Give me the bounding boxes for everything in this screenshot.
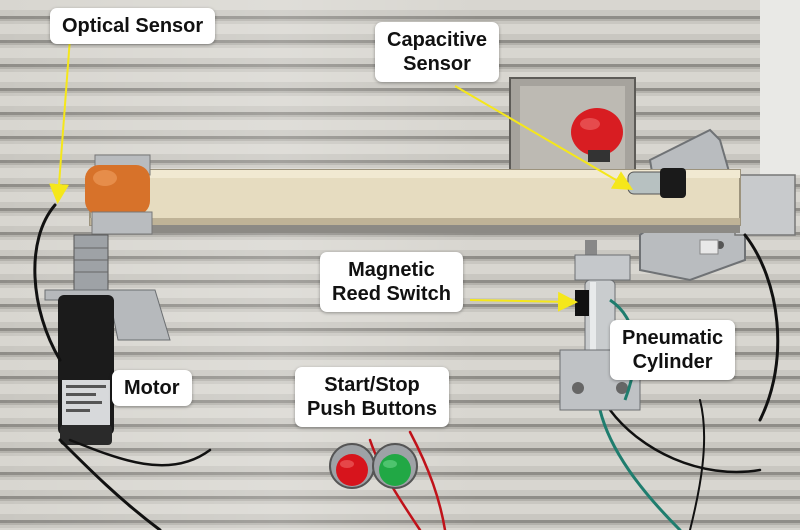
start-stop-push-buttons-label: Start/Stop Push Buttons bbox=[295, 367, 449, 427]
proximity-sensor-head bbox=[627, 168, 686, 198]
optical-sensor-label-text: Optical Sensor bbox=[62, 15, 204, 37]
motor-label-text: Motor bbox=[124, 377, 180, 399]
capacitive-sensor-icon bbox=[509, 77, 636, 179]
start-stop-label-line-1: Start/Stop bbox=[324, 374, 420, 396]
push-button-icon bbox=[329, 443, 418, 489]
right-wall-panel bbox=[760, 0, 800, 175]
magnetic-reed-switch-label-line-2: Reed Switch bbox=[332, 283, 451, 305]
capacitive-sensor-label: Capacitive Sensor bbox=[375, 22, 500, 82]
start-stop-label-line-2: Push Buttons bbox=[307, 398, 437, 420]
cables bbox=[33, 203, 780, 530]
motor-label: Motor bbox=[112, 370, 192, 406]
capacitive-sensor-label-line-1: Capacitive bbox=[387, 29, 488, 51]
reed-switch-arrow bbox=[469, 291, 578, 312]
optical-sensor-label: Optical Sensor bbox=[50, 8, 216, 44]
optical-sensor-arrow bbox=[49, 37, 71, 204]
magnetic-reed-switch-label: Magnetic Reed Switch bbox=[320, 252, 463, 312]
capacitive-sensor-arrow bbox=[454, 85, 634, 191]
capacitive-sensor-label-line-2: Sensor bbox=[403, 53, 471, 75]
optical-sensor-icon bbox=[85, 154, 153, 235]
pneumatic-cylinder-icon bbox=[559, 240, 641, 411]
reed-switch-icon bbox=[575, 290, 589, 316]
annotation-arrows bbox=[49, 37, 634, 312]
pneumatic-cylinder-label: Pneumatic Cylinder bbox=[610, 320, 736, 380]
magnetic-reed-switch-label-line-1: Magnetic bbox=[348, 259, 435, 281]
pneumatic-cylinder-label-line-2: Cylinder bbox=[632, 351, 713, 373]
pneumatic-cylinder-label-line-1: Pneumatic bbox=[622, 327, 724, 349]
